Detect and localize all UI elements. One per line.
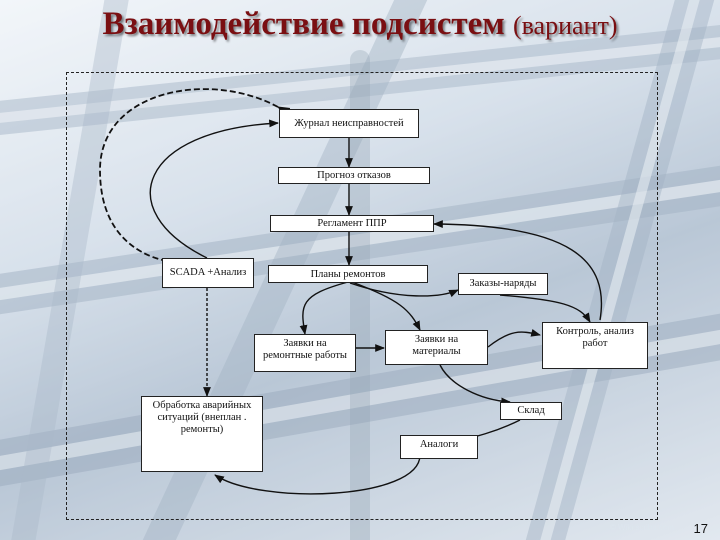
node-forecast: Прогноз отказов [278,167,430,184]
link-plans-material-requests [351,281,421,331]
page-number: 17 [693,521,708,536]
node-emergency: Обработка аварийных ситуаций (внеплан . … [141,396,263,472]
node-journal: Журнал неисправностей [279,109,419,138]
link-orders-control [499,294,591,323]
node-orders: Заказы-наряды [458,273,548,295]
node-plans: Планы ремонтов [268,265,428,283]
link-material-warehouse [439,364,511,406]
page-title: Взаимодействие подсистем (вариант) [0,6,720,43]
watermark: © Wiki.scribd.com [609,523,674,532]
link-scada-journal [149,119,279,259]
node-analogs: Аналоги [400,435,478,459]
link-plans-orders [349,282,459,298]
title-variant: (вариант) [512,11,618,40]
link-dashed-journal-loop [99,88,291,263]
link-material-control [487,329,541,348]
link-control-ppr [433,220,603,321]
node-ppr: Регламент ППР [270,215,434,232]
link-analogs-emergency [214,454,421,495]
node-warehouse: Склад [500,402,562,420]
link-plans-repair-requests [299,281,349,335]
title-main: Взаимодействие подсистем [102,6,505,42]
diagram-frame [66,72,658,520]
node-material-requests: Заявки на материалы [385,330,488,365]
node-repair-requests: Заявки на ремонтные работы [254,334,356,372]
node-control: Контроль, анализ работ [542,322,648,369]
node-scada: SCADA +Анализ [162,258,254,288]
